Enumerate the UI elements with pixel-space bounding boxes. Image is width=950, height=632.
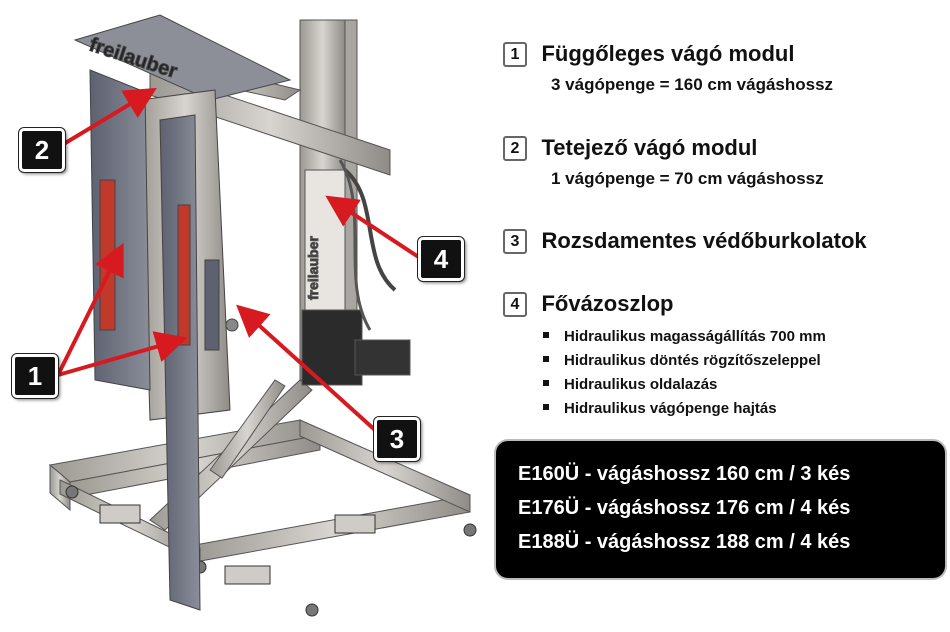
legend-item-1: 1 Függőleges vágó modul 3 vágópenge = 16… (503, 41, 943, 95)
list-item: Hidraulikus oldalazás (543, 373, 943, 397)
callout-2: 2 (19, 128, 65, 172)
legend-title: Fővázoszlop (541, 291, 674, 316)
callout-4: 4 (418, 237, 464, 281)
legend-title: Rozsdamentes védőburkolatok (541, 228, 867, 253)
main-column: freilauber (299, 19, 411, 386)
legend-item-3: 3 Rozsdamentes védőburkolatok (503, 228, 943, 254)
callout-1: 1 (12, 354, 58, 398)
legend-number: 3 (503, 228, 527, 254)
legend-number: 2 (503, 135, 527, 161)
model-e160: E160Ü - vágáshossz 160 cm / 3 kés (518, 463, 851, 485)
legend-item-4: 4 Fővázoszlop Hidraulikus magasságállítá… (503, 291, 943, 421)
model-e188: E188Ü - vágáshossz 188 cm / 4 kés (518, 531, 851, 553)
feature-list: Hidraulikus magasságállítás 700 mm Hidra… (543, 325, 943, 421)
legend-title: Tetejező vágó modul (541, 135, 758, 160)
list-item: Hidraulikus döntés rögzítőszeleppel (543, 349, 943, 373)
callout-3: 3 (374, 417, 420, 461)
model-e176: E176Ü - vágáshossz 176 cm / 4 kés (518, 497, 851, 519)
list-item: Hidraulikus magasságállítás 700 mm (543, 325, 943, 349)
legend-number: 4 (503, 291, 527, 317)
list-item: Hidraulikus vágópenge hajtás (543, 397, 943, 421)
model-list-box: E160Ü - vágáshossz 160 cm / 3 kés E176Ü … (496, 441, 945, 578)
legend-number: 1 (503, 41, 527, 67)
legend-subtitle: 3 vágópenge = 160 cm vágáshossz (551, 75, 834, 94)
legend-title: Függőleges vágó modul (541, 41, 795, 66)
legend-item-2: 2 Tetejező vágó modul 1 vágópenge = 70 c… (503, 135, 943, 189)
base-frame (48, 379, 471, 563)
svg-text:freilauber: freilauber (305, 236, 321, 300)
legend-subtitle: 1 vágópenge = 70 cm vágáshossz (551, 169, 824, 188)
machine-illustration: freilauber freilauber (48, 14, 477, 617)
callout-arrows (56, 87, 422, 432)
